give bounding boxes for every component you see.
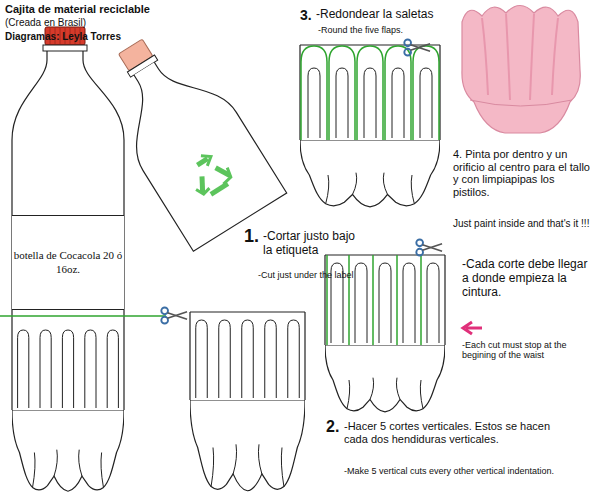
- label: 2.: [326, 418, 346, 436]
- finished-flower: [462, 6, 580, 134]
- waist-arrow: [463, 322, 482, 334]
- flap-cut: [301, 46, 327, 140]
- groove: [288, 320, 300, 398]
- groove: [364, 68, 376, 138]
- cut-line: [326, 255, 328, 345]
- label: Diagramas: Leyla Torres: [5, 31, 165, 43]
- label: 4. Pinta por dentro y un orificio al cen…: [453, 148, 590, 199]
- groove: [403, 263, 415, 343]
- groove: [62, 330, 73, 408]
- label: -Cut just under the label: [258, 270, 383, 280]
- groove: [107, 330, 118, 408]
- title: Cajita de material reciclable: [5, 3, 150, 16]
- label: -Round the five flaps.: [318, 25, 428, 35]
- label: -Redondear la saletas: [316, 8, 456, 22]
- groove: [336, 68, 348, 138]
- cut-line: [396, 255, 398, 345]
- label: -Hacer 5 cortes verticales. Estos se hac…: [344, 420, 559, 445]
- groove: [355, 263, 367, 343]
- label: 1.: [244, 226, 264, 247]
- cut-line: [348, 255, 350, 345]
- groove: [265, 320, 277, 398]
- flap-cut: [329, 46, 355, 140]
- bottle-label: botella de Cocacola 20 ó 16oz.: [12, 215, 124, 310]
- groove: [420, 68, 432, 138]
- groove: [219, 320, 231, 398]
- label: (Creada en Brasil): [5, 17, 145, 29]
- label: -Make 5 vertical cuts every other vertic…: [344, 466, 574, 476]
- groove: [308, 68, 320, 138]
- groove: [379, 263, 391, 343]
- bottle: [12, 27, 124, 491]
- label: -Cada corte debe llegar a donde empieza …: [462, 258, 588, 299]
- groove: [196, 320, 208, 398]
- scissors-icon: [161, 307, 187, 323]
- groove: [40, 330, 51, 408]
- flap-cut: [357, 46, 383, 140]
- groove: [427, 263, 439, 343]
- cut-line: [0, 315, 166, 317]
- label: -Each cut must stop at the begining of t…: [462, 340, 588, 361]
- flap-cut: [385, 46, 411, 140]
- label: Just paint inside and that's it !!!: [453, 218, 590, 230]
- label-text: botella de Cocacola 20 ó 16oz.: [12, 249, 124, 275]
- cut-line: [420, 255, 422, 345]
- label: -Cortar justo bajo la etiqueta: [263, 230, 363, 258]
- cut-line: [372, 255, 374, 345]
- groove: [18, 330, 29, 408]
- flap-cut: [413, 46, 439, 140]
- cut-bottle-piece: [190, 312, 305, 491]
- scissors-icon: [416, 239, 442, 255]
- rounded-flaps-piece: [300, 45, 440, 207]
- groove: [242, 320, 254, 398]
- groove: [85, 330, 96, 408]
- groove: [392, 68, 404, 138]
- scissors-icon: [404, 39, 430, 55]
